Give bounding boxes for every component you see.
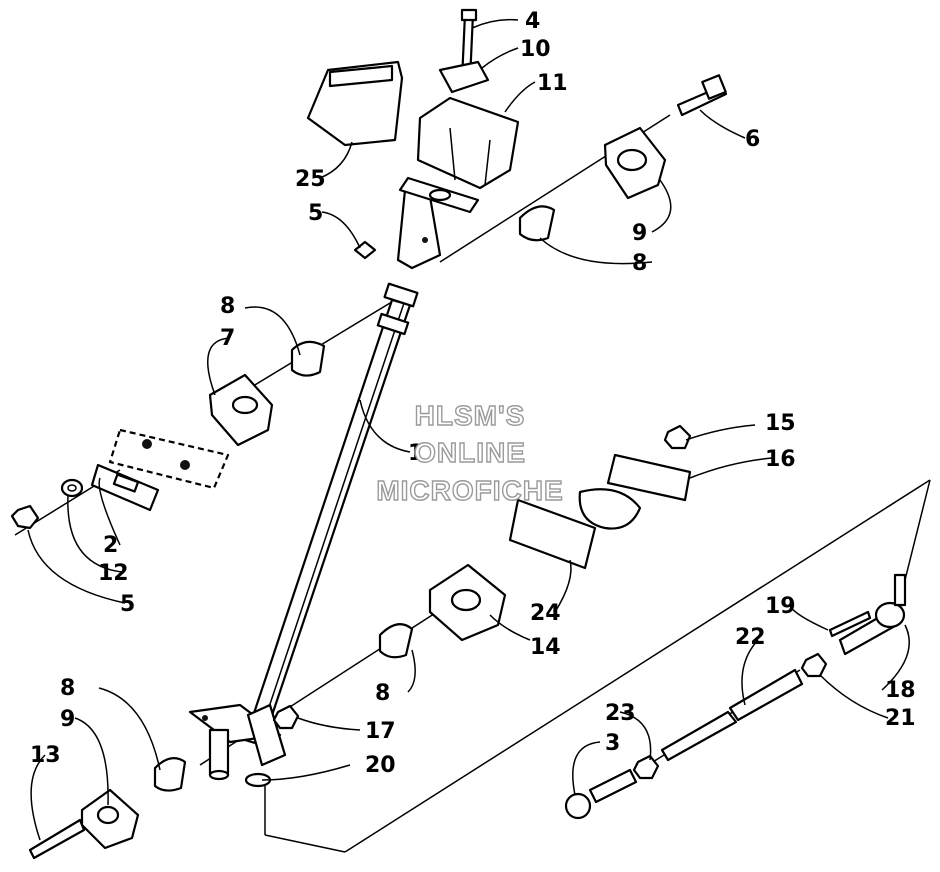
right-mid-parts — [378, 424, 692, 659]
callout-2: 2 — [103, 533, 118, 558]
callout-18: 18 — [885, 678, 916, 703]
callout-22: 22 — [735, 625, 766, 650]
callout-5: 5 — [308, 201, 323, 226]
leader-lines — [27, 18, 910, 841]
callout-4: 4 — [525, 9, 540, 34]
callout-16: 16 — [765, 447, 796, 472]
callout-10: 10 — [520, 37, 551, 62]
callout-9: 9 — [60, 707, 75, 732]
watermark-line-3: MICROFICHE — [376, 475, 563, 506]
tie-rod-parts — [564, 573, 907, 820]
callout-24: 24 — [530, 601, 561, 626]
callout-8: 8 — [220, 294, 235, 319]
callout-20: 20 — [365, 753, 396, 778]
lower-cap-parts — [28, 704, 300, 860]
left-cap-parts — [10, 340, 326, 530]
callout-labels: 4 10 11 25 6 5 9 8 8 7 1 15 16 2 12 5 24… — [30, 9, 916, 778]
callout-19: 19 — [765, 594, 796, 619]
callout-6: 6 — [745, 127, 760, 152]
steering-post-part-1 — [188, 176, 480, 781]
callout-7: 7 — [220, 326, 235, 351]
watermark: HLSM'S ONLINE MICROFICHE — [376, 399, 564, 506]
callout-21: 21 — [885, 706, 916, 731]
callout-5: 5 — [120, 592, 135, 617]
callout-15: 15 — [765, 411, 796, 436]
callout-13: 13 — [30, 743, 61, 768]
callout-25: 25 — [295, 167, 326, 192]
callout-14: 14 — [530, 635, 561, 660]
callout-8: 8 — [60, 676, 75, 701]
callout-1: 1 — [408, 441, 423, 466]
callout-23: 23 — [605, 701, 636, 726]
callout-17: 17 — [365, 719, 396, 744]
callout-11: 11 — [537, 71, 568, 96]
callout-12: 12 — [98, 561, 129, 586]
watermark-line-1: HLSM'S — [415, 400, 526, 431]
callout-8: 8 — [375, 681, 390, 706]
right-upper-cap-parts — [518, 74, 728, 242]
callout-9: 9 — [632, 221, 647, 246]
watermark-line-2: ONLINE — [414, 437, 526, 468]
callout-8: 8 — [632, 251, 647, 276]
upper-block-parts — [306, 8, 520, 260]
callout-3: 3 — [605, 731, 620, 756]
